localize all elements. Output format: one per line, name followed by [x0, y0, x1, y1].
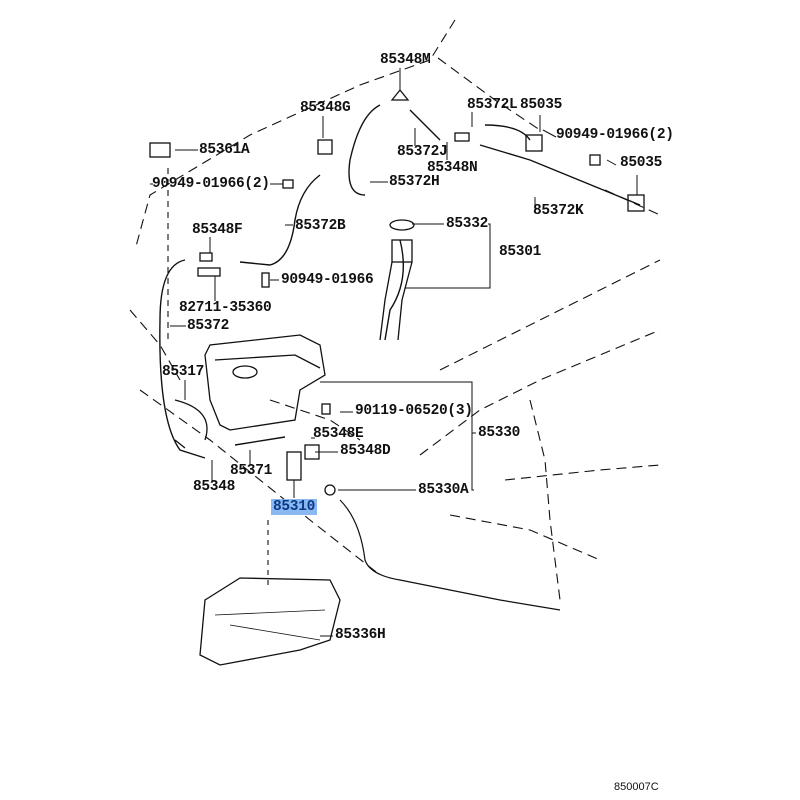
part-label-85348[interactable]: 85348 [193, 479, 236, 495]
part-label-85332[interactable]: 85332 [446, 216, 489, 232]
small-parts [149, 88, 645, 460]
washer-pump [286, 451, 302, 481]
hoses [159, 104, 641, 459]
vehicle-body-outline [129, 19, 661, 601]
part-label-85348N[interactable]: 85348N [427, 160, 478, 176]
part-label-85035[interactable]: 85035 [520, 97, 563, 113]
part-label-85336H[interactable]: 85336H [335, 627, 386, 643]
leader-lines [150, 68, 638, 637]
part-label-85372L[interactable]: 85372L [467, 97, 518, 113]
part-label-85371[interactable]: 85371 [230, 463, 273, 479]
part-label-90949-01966[interactable]: 90949-01966(2) [152, 176, 270, 192]
part-label-85317[interactable]: 85317 [162, 364, 205, 380]
part-label-85348F[interactable]: 85348F [192, 222, 243, 238]
filler-neck [379, 219, 415, 341]
part-label-90949-01966[interactable]: 90949-01966 [281, 272, 374, 288]
part-label-85372H[interactable]: 85372H [389, 174, 440, 190]
part-label-85372[interactable]: 85372 [187, 318, 230, 334]
part-label-85372J[interactable]: 85372J [397, 144, 448, 160]
part-label-85348G[interactable]: 85348G [300, 100, 351, 116]
part-label-85310-highlighted[interactable]: 85310 [271, 499, 318, 515]
part-label-85348E[interactable]: 85348E [313, 426, 364, 442]
part-label-90119-06520[interactable]: 90119-06520(3) [355, 403, 473, 419]
part-label-85330A[interactable]: 85330A [418, 482, 469, 498]
figure-code: 850007C [614, 781, 659, 793]
grommet [324, 484, 336, 496]
part-label-82711-35360[interactable]: 82711-35360 [179, 300, 272, 316]
part-label-85348M[interactable]: 85348M [380, 52, 431, 68]
part-label-85372K[interactable]: 85372K [533, 203, 584, 219]
part-label-85348D[interactable]: 85348D [340, 443, 391, 459]
part-label-85035[interactable]: 85035 [620, 155, 663, 171]
part-label-90949-01966[interactable]: 90949-01966(2) [556, 127, 674, 143]
tank-cover [199, 577, 341, 666]
fender-edge [339, 499, 561, 611]
part-label-85361A[interactable]: 85361A [199, 142, 250, 158]
part-label-85301[interactable]: 85301 [499, 244, 542, 260]
part-label-85372B[interactable]: 85372B [295, 218, 346, 234]
part-label-85330[interactable]: 85330 [478, 425, 521, 441]
washer-tank [204, 334, 326, 431]
